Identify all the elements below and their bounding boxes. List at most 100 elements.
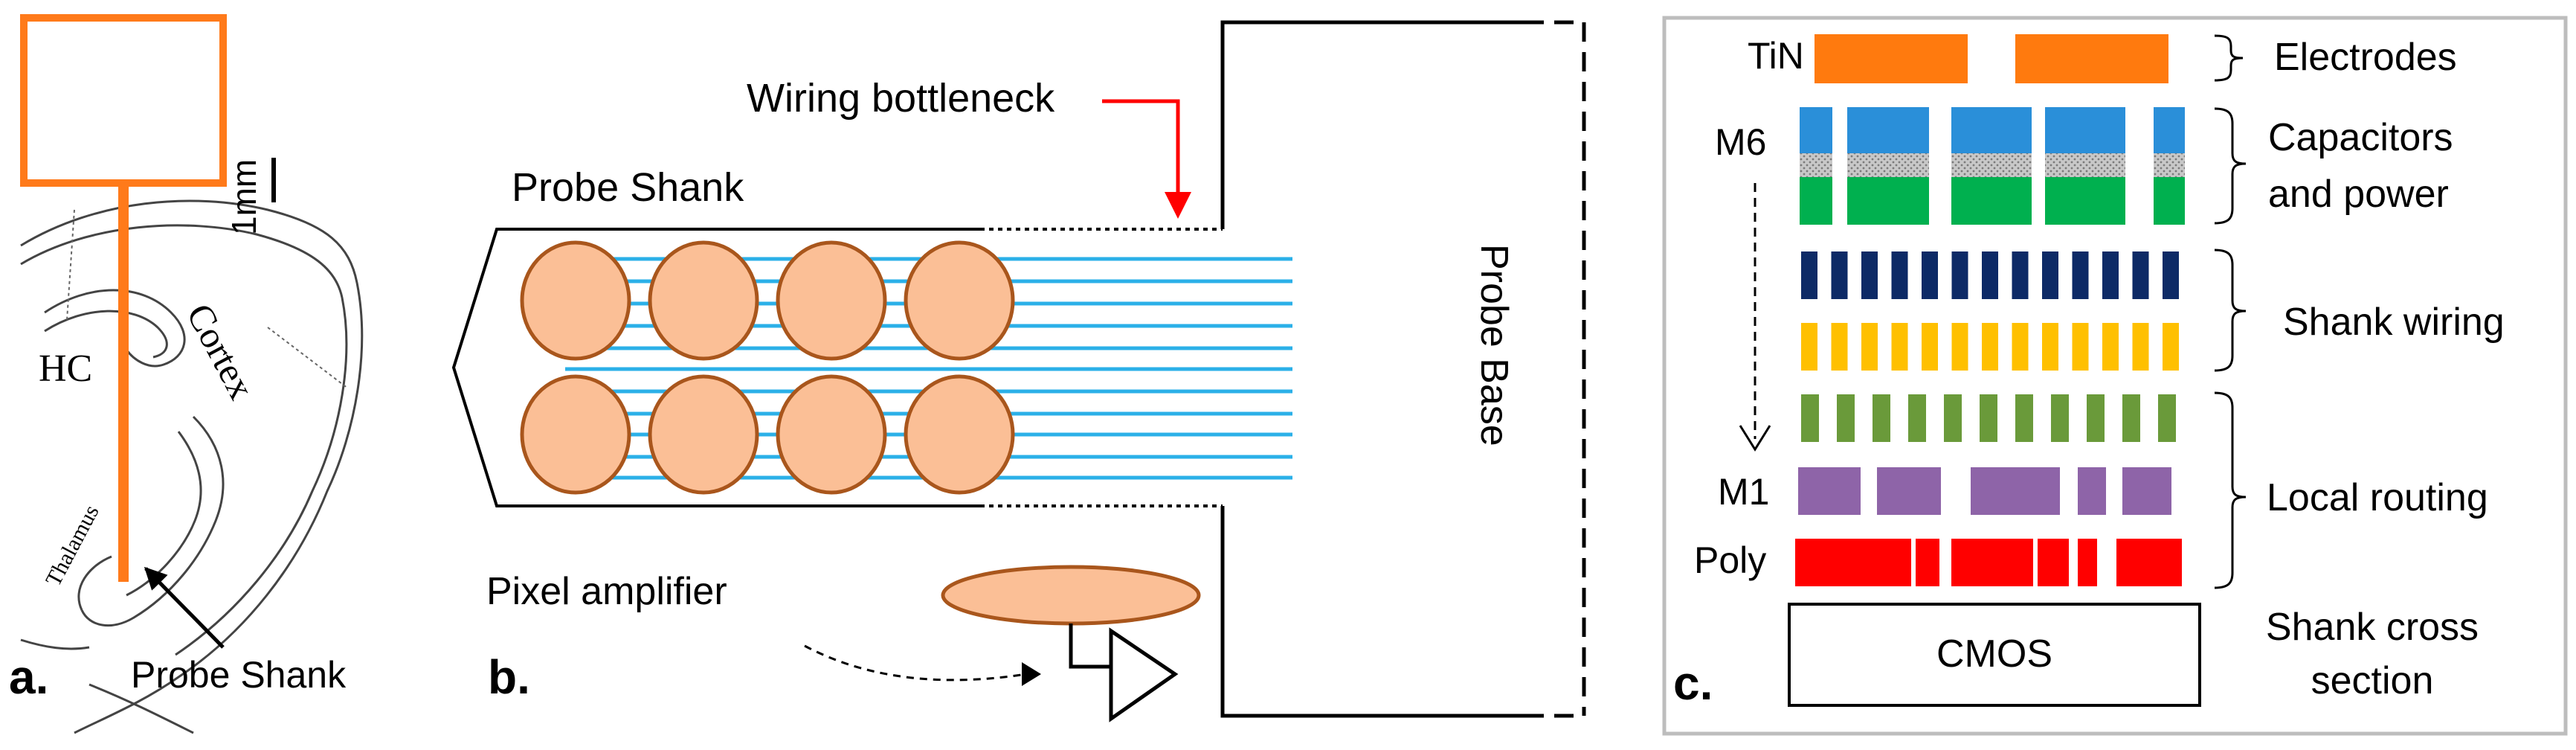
m1-segment-5 [2122,467,2171,515]
pixel-electrode-3 [776,240,887,361]
probe-base-outline [20,14,227,187]
stack-order-arrow-head [1739,425,1771,452]
capacitor-dielectric-3 [1951,153,2032,177]
wiring-top-10 [2072,251,2089,299]
routing-segment-11 [2158,394,2176,442]
panel-b: Probe Base Probe Shank Wiring bottleneck… [451,20,1586,722]
panel-c-letter: c. [1673,656,1713,710]
bottleneck-arrow [1102,99,1191,219]
wiring-top-5 [1922,251,1938,299]
wiring-bottom-8 [2012,323,2029,371]
poly-segment-2 [1916,539,1939,586]
wiring-top-3 [1861,251,1878,299]
wiring-top-11 [2102,251,2119,299]
panel-b-letter: b. [488,650,530,704]
region-hc-label: HC [39,347,92,390]
group-capacitors-line2: and power [2268,173,2449,216]
wiring-top-2 [1831,251,1848,299]
cross-section-line2: section [2311,659,2434,702]
routing-segment-4 [1908,394,1926,442]
m1-segment-3 [1971,467,2060,515]
shank-pointer-arrow [144,566,225,649]
wiring-top-6 [1951,251,1968,299]
capacitor-bottom-2 [1847,177,1929,225]
poly-segment-1 [1795,539,1911,586]
wiring-top-13 [2163,251,2179,299]
pixel-electrode-4 [904,240,1015,361]
poly-segment-6 [2116,539,2182,586]
wiring-top-7 [1982,251,1998,299]
pixel-electrode-5 [520,374,631,495]
pixel-electrode-7 [776,374,887,495]
capacitor-top-2 [1847,107,1929,153]
pixel-electrode-2 [648,240,759,361]
group-electrodes: Electrodes [2274,36,2457,79]
region-cortex-label: Cortex [178,297,263,406]
scale-bar-label: 1mm [225,159,263,235]
wiring-bottom-6 [1951,323,1968,371]
capacitor-top-3 [1951,107,2032,153]
layer-name-m6: M6 [1715,121,1766,163]
poly-segment-3 [1951,539,2033,586]
routing-segment-1 [1801,394,1819,442]
wiring-bottom-3 [1861,323,1878,371]
cmos-box [1788,603,2201,707]
probe-a [20,14,227,582]
layer-name-m1: M1 [1718,471,1769,513]
capacitor-bottom-5 [2154,177,2185,225]
brain-divisions [66,209,349,389]
group-braces [2214,34,2247,589]
pixel-array [520,240,1015,495]
routing-segment-8 [2051,394,2069,442]
probe-shank-label-a: Probe Shank [131,654,347,696]
capacitor-top-5 [2154,107,2185,153]
panel-a-letter: a. [9,650,48,704]
wiring-top-9 [2042,251,2058,299]
amplifier-pixel [941,565,1201,626]
wiring-bottom-2 [1831,323,1848,371]
capacitor-dielectric-1 [1800,153,1832,177]
amplifier-pointer-head [1022,662,1041,686]
wiring-bottom-13 [2163,323,2179,371]
routing-segment-2 [1837,394,1855,442]
capacitor-dielectric-2 [1847,153,1929,177]
group-capacitors-line1: Capacitors [2268,116,2453,159]
wiring-bottom-5 [1922,323,1938,371]
amplifier-pointer [804,644,1027,682]
wiring-top-12 [2132,251,2149,299]
layer-stack [1795,34,2185,586]
wiring-top-8 [2012,251,2029,299]
probe-base-label: Probe Base [1472,244,1516,446]
wiring-bottom-1 [1801,323,1817,371]
layer-names: TiN M6 M1 Poly [1694,35,1804,581]
routing-segment-7 [2015,394,2033,442]
poly-segment-5 [2078,539,2097,586]
wiring-bottom-7 [1982,323,1998,371]
probe-shank-label-b: Probe Shank [512,165,744,210]
m1-segment-1 [1798,467,1861,515]
probe-base-outline-b [1220,20,1586,718]
wiring-top-1 [1801,251,1817,299]
group-local-routing: Local routing [2267,476,2488,519]
wiring-bottom-10 [2072,323,2089,371]
capacitor-bottom-4 [2045,177,2125,225]
pixel-electrode-1 [520,240,631,361]
routing-segment-9 [2087,394,2105,442]
cross-section-line1: Shank cross [2266,606,2479,649]
pixel-amplifier-label: Pixel amplifier [486,570,727,613]
tin-segment-1 [1815,34,1968,83]
capacitor-bottom-3 [1951,177,2032,225]
layer-name-poly: Poly [1694,539,1766,581]
panel-a: HC Cortex Thalamus 1mm Probe Shank a. [9,14,364,734]
tin-segment-2 [2015,34,2168,83]
routing-segment-10 [2122,394,2140,442]
m1-segment-2 [1877,467,1941,515]
shank-outline [451,228,980,507]
amplifier-symbol [1069,624,1179,722]
wiring-bottom-9 [2042,323,2058,371]
wiring-top-4 [1891,251,1908,299]
pixel-electrode-8 [904,374,1015,495]
capacitor-top-1 [1800,107,1832,153]
capacitor-bottom-1 [1800,177,1832,225]
